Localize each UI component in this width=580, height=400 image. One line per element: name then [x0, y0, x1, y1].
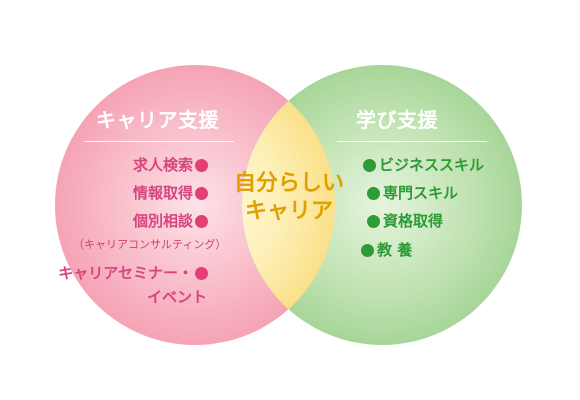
right-item-professional-skill: 専門スキル [367, 186, 458, 201]
pink-bullet-icon [195, 215, 208, 228]
left-item-consultation-note: （キャリアコンサルティング） [73, 238, 227, 251]
left-item-info: 情報取得 [133, 186, 208, 201]
pink-bullet-icon [195, 187, 208, 200]
left-item-label: 求人検索 [132, 156, 193, 174]
center-line-1: 自分らしい [233, 171, 344, 196]
green-bullet-icon [361, 244, 374, 257]
center-line-2: キャリア [244, 199, 333, 224]
left-item-job-search: 求人検索 [133, 158, 208, 173]
right-item-business-skill: ビジネススキル [363, 158, 484, 173]
green-bullet-icon [363, 159, 376, 172]
left-title-divider [84, 141, 234, 142]
center-label: 自分らしい キャリア [222, 170, 356, 226]
left-item-seminar: キャリアセミナー・ [58, 266, 208, 281]
right-title-divider [337, 141, 487, 142]
left-item-consultation: 個別相談 [133, 214, 208, 229]
right-title: 学び支援 [356, 108, 438, 132]
left-item-label: 情報取得 [132, 184, 193, 202]
right-item-label: 教 養 [377, 241, 413, 259]
right-item-label: 専門スキル [383, 184, 459, 202]
left-item-label: キャリアセミナー・ [58, 264, 193, 282]
left-item-label: 個別相談 [132, 212, 193, 230]
pink-bullet-icon [195, 159, 208, 172]
right-item-certification: 資格取得 [367, 214, 443, 229]
overlap-region [242, 65, 335, 345]
pink-bullet-icon [195, 267, 208, 280]
left-item-seminar-line2: イベント [147, 288, 208, 306]
left-title: キャリア支援 [96, 108, 219, 132]
right-item-culture: 教 養 [361, 243, 412, 258]
green-bullet-icon [367, 215, 380, 228]
right-item-label: 資格取得 [383, 212, 444, 230]
right-item-label: ビジネススキル [379, 156, 485, 174]
green-bullet-icon [367, 187, 380, 200]
